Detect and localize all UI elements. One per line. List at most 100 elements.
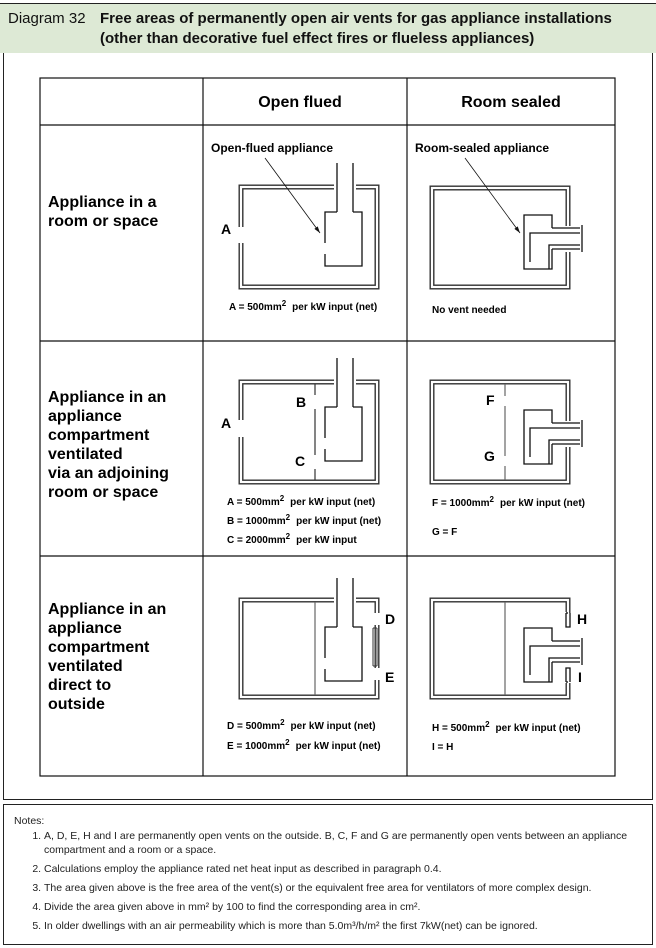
caption-superscript: 2 xyxy=(280,494,285,503)
diagram-header: Diagram 32 Free areas of permanently ope… xyxy=(0,3,656,53)
caption-superscript: 2 xyxy=(286,513,291,522)
row-label-3: Appliance in an appliance compartment ve… xyxy=(48,601,171,713)
vent-drawings xyxy=(236,157,583,700)
vent-slot-h xyxy=(565,613,571,628)
caption-superscript: 2 xyxy=(285,738,290,747)
room-sealed-appliance-label: Room-sealed appliance xyxy=(415,141,549,155)
room-wall xyxy=(429,185,571,290)
caption-lhs: No vent needed xyxy=(432,305,506,316)
vent-opening xyxy=(334,357,356,407)
vent-area-caption: F = 1000mm2 per kW input (net) xyxy=(432,495,585,509)
caption-lhs: A = 500mm xyxy=(229,302,282,313)
caption-superscript: 2 xyxy=(490,495,495,504)
room-wall-inner xyxy=(430,186,570,289)
arrow-head xyxy=(314,226,320,233)
vent-letter-f: F xyxy=(486,392,495,408)
vent-letter-g: G xyxy=(484,448,495,464)
vent-opening xyxy=(312,395,318,409)
note-item: The area given above is the free area of… xyxy=(44,881,644,895)
diagram-number: Diagram 32 xyxy=(8,10,86,27)
caption-rhs: per kW input (net) xyxy=(296,516,381,527)
vent-area-caption: A = 500mm2 per kW input (net) xyxy=(227,494,375,508)
caption-rhs: per kW input (net) xyxy=(500,498,585,509)
room-wall-inner xyxy=(430,380,570,484)
balanced-flue-duct xyxy=(529,427,580,457)
vent-opening xyxy=(236,227,246,243)
diagram-title-line2: (other than decorative fuel effect fires… xyxy=(100,30,535,47)
caption-superscript: 2 xyxy=(485,720,490,729)
caption-lhs: A = 500mm xyxy=(227,497,280,508)
balanced-flue-duct xyxy=(529,232,580,262)
room-wall-inner xyxy=(239,598,379,699)
caption-lhs: H = 500mm xyxy=(432,723,485,734)
vent-area-caption: No vent needed xyxy=(432,305,506,316)
vent-opening xyxy=(548,226,578,252)
caption-rhs: per kW input xyxy=(296,535,357,546)
caption-superscript: 2 xyxy=(286,532,291,541)
balanced-flue-duct xyxy=(548,657,580,682)
diagram-frame xyxy=(3,53,653,800)
vent-area-caption: D = 500mm2 per kW input (net) xyxy=(227,718,376,732)
caption-superscript: 2 xyxy=(280,718,285,727)
vent-area-caption: H = 500mm2 per kW input (net) xyxy=(432,720,581,734)
vent-opening xyxy=(372,613,382,625)
diagram-title-line1: Free areas of permanently open air vents… xyxy=(100,10,612,27)
notes-list: A, D, E, H and I are permanently open ve… xyxy=(22,829,644,938)
caption-lhs: I = H xyxy=(432,742,453,753)
notes-box: Notes: A, D, E, H and I are permanently … xyxy=(3,804,653,945)
vent-area-caption: B = 1000mm2 per kW input (net) xyxy=(227,513,381,527)
room-sealed-appliance xyxy=(523,409,553,465)
note-item: Calculations employ the appliance rated … xyxy=(44,862,644,876)
caption-rhs: per kW input (net) xyxy=(290,497,375,508)
open-flued-appliance xyxy=(324,406,363,462)
vent-letter-e: E xyxy=(385,669,394,685)
row-label-1: Appliance in a room or space xyxy=(48,194,161,230)
note-item: In older dwellings with an air permeabil… xyxy=(44,919,644,933)
room-sealed-appliance xyxy=(523,214,553,270)
open-flued-appliance xyxy=(324,211,363,267)
table-grid xyxy=(39,77,616,777)
caption-lhs: E = 1000mm xyxy=(227,741,285,752)
room-wall xyxy=(429,379,571,485)
caption-lhs: D = 500mm xyxy=(227,721,280,732)
room-wall xyxy=(238,184,380,290)
room-wall xyxy=(238,379,380,485)
vent-opening xyxy=(502,456,508,466)
room-wall-inner xyxy=(239,380,379,484)
note-item: Divide the area given above in mm² by 10… xyxy=(44,900,644,914)
caption-lhs: C = 2000mm xyxy=(227,535,286,546)
vent-opening xyxy=(372,668,382,680)
caption-lhs: F = 1000mm xyxy=(432,498,490,509)
row-label-2: Appliance in an appliance compartment ve… xyxy=(48,389,173,501)
vent-slot-i xyxy=(565,667,571,682)
caption-lhs: B = 1000mm xyxy=(227,516,286,527)
vent-opening xyxy=(312,455,318,469)
balanced-flue-duct xyxy=(548,439,580,464)
vent-opening xyxy=(236,420,246,437)
caption-rhs: per kW input (net) xyxy=(496,723,581,734)
vent-letter-a: A xyxy=(221,221,231,237)
caption-rhs: per kW input (net) xyxy=(291,721,376,732)
vent-opening xyxy=(502,396,508,406)
balanced-flue-duct xyxy=(548,244,580,269)
note-item: A, D, E, H and I are permanently open ve… xyxy=(44,829,644,857)
room-wall xyxy=(238,597,380,700)
open-flued-appliance xyxy=(324,626,363,682)
room-wall-inner xyxy=(239,185,379,289)
vent-opening xyxy=(548,421,578,447)
open-flued-appliance-label: Open-flued appliance xyxy=(211,141,333,155)
vent-area-caption: C = 2000mm2 per kW input xyxy=(227,532,357,546)
vent-area-caption: I = H xyxy=(432,742,453,753)
caption-rhs: per kW input (net) xyxy=(296,741,381,752)
table-border xyxy=(39,77,616,777)
vent-letter-a: A xyxy=(221,415,231,431)
vent-opening xyxy=(334,162,356,212)
vent-opening xyxy=(548,639,578,665)
vent-letter-h: H xyxy=(577,611,587,627)
vent-letter-c: C xyxy=(295,453,305,469)
vent-letter-b: B xyxy=(296,394,306,410)
caption-rhs: per kW input (net) xyxy=(292,302,377,313)
column-header-room-sealed: Room sealed xyxy=(461,94,561,111)
